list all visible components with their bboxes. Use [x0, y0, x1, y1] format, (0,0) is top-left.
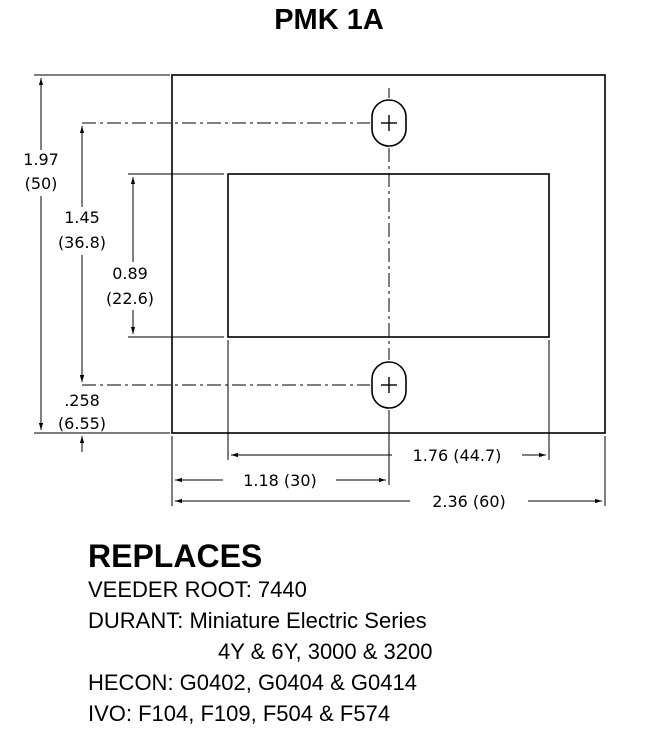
hole-spacing-mm: (36.8)	[58, 233, 106, 252]
cutout-height-inch: 0.89	[112, 264, 148, 283]
dimension-lines	[38, 78, 602, 504]
drawing-title: PMK 1A	[274, 4, 384, 36]
overall-width-label: 2.36 (60)	[432, 492, 506, 511]
cutout-height-mm: (22.6)	[106, 289, 154, 308]
bottom-mounting-hole	[371, 361, 407, 409]
replaces-section: REPLACES VEEDER ROOT: 7440 DURANT: Minia…	[88, 538, 433, 729]
cutout-width-label: 1.76 (44.7)	[413, 446, 502, 465]
hole-spacing-inch: 1.45	[64, 208, 100, 227]
extension-lines	[34, 74, 606, 506]
overall-height-inch: 1.97	[23, 150, 59, 169]
replaces-line-veeder: VEEDER ROOT: 7440	[88, 577, 307, 602]
replaces-heading: REPLACES	[88, 538, 263, 574]
top-mounting-hole	[371, 99, 407, 147]
bottom-offset-inch: .258	[64, 391, 100, 410]
replaces-line-durant-cont: 4Y & 6Y, 3000 & 3200	[218, 639, 433, 664]
replaces-line-ivo: IVO: F104, F109, F504 & F574	[88, 701, 391, 726]
center-lines	[82, 88, 390, 386]
hole-x-offset-label: 1.18 (30)	[243, 471, 317, 490]
dimension-drawing: 1.97 (50) 1.45 (36.8) 0.89 (22.6) .258 (…	[23, 74, 606, 511]
replaces-line-hecon: HECON: G0402, G0404 & G0414	[88, 670, 417, 695]
replaces-line-durant: DURANT: Miniature Electric Series	[88, 608, 427, 633]
bottom-offset-mm: (6.55)	[58, 414, 106, 433]
overall-height-mm: (50)	[25, 174, 58, 193]
